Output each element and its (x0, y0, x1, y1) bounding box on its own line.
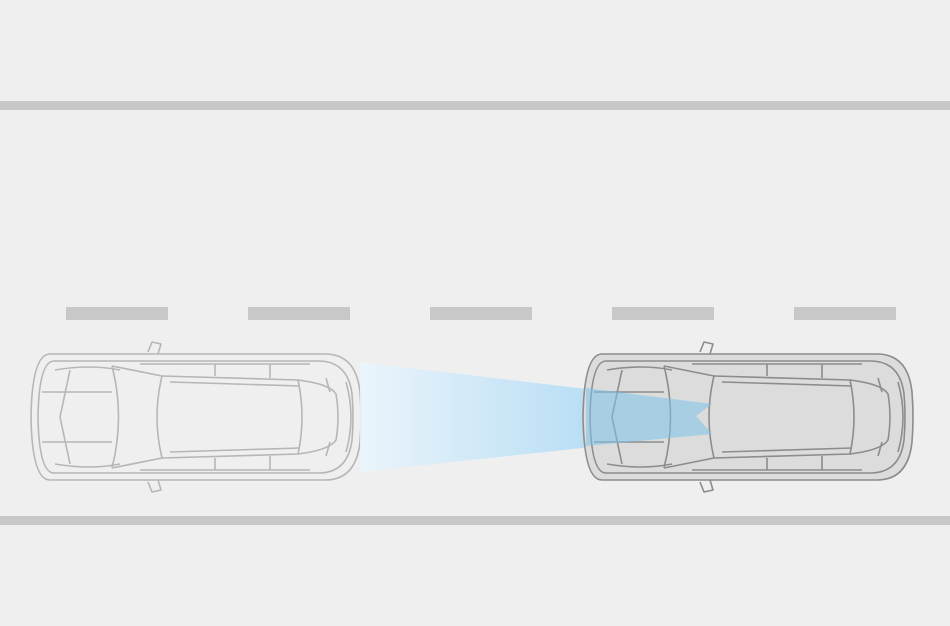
car-top-view-icon (30, 341, 362, 493)
radar-beam-icon (360, 362, 712, 472)
road-edge-bottom (0, 516, 950, 525)
car-top-view-icon (582, 341, 914, 493)
lane-dash (66, 307, 168, 320)
lane-dash (248, 307, 350, 320)
lane-dash (430, 307, 532, 320)
radar-beam-overlay (586, 388, 712, 446)
lane-dash (612, 307, 714, 320)
lane-dash (794, 307, 896, 320)
road-edge-top (0, 101, 950, 110)
lane-dashes (66, 307, 896, 320)
